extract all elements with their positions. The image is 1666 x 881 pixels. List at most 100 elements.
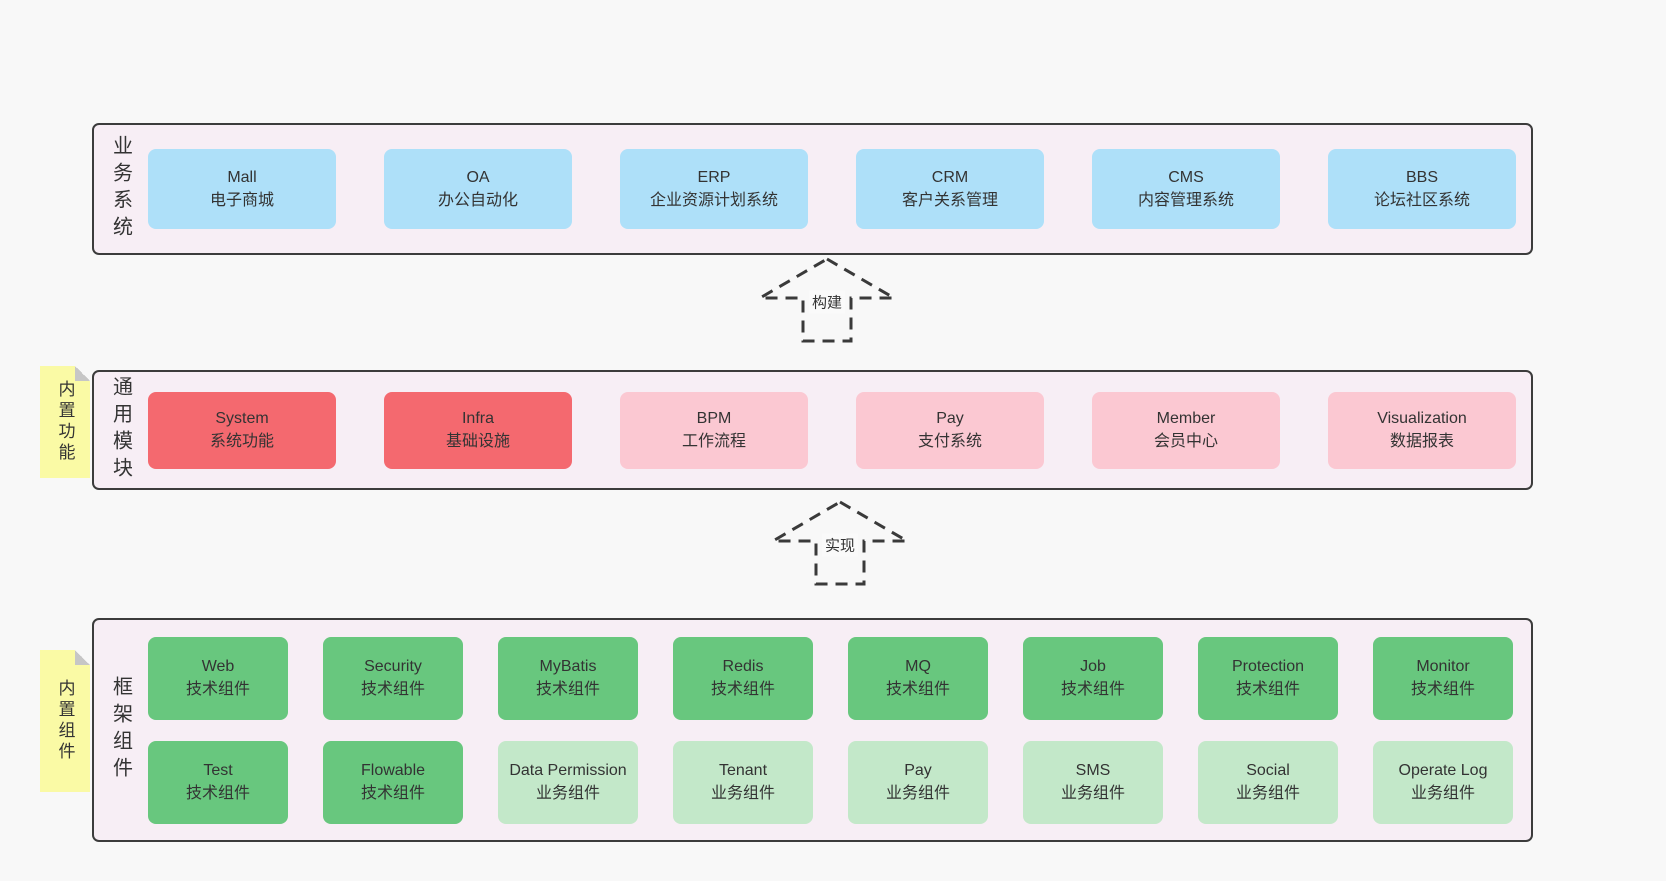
box-desc: 支付系统 xyxy=(917,433,982,450)
module-box-bbs: BBS 论坛社区系统 xyxy=(1328,149,1516,229)
box-desc: 技术组件 xyxy=(1235,681,1300,698)
box-name: Mall xyxy=(227,168,257,186)
module-box-security: Security 技术组件 xyxy=(323,636,463,720)
box-name: Redis xyxy=(722,657,764,675)
box-desc: 会员中心 xyxy=(1153,433,1218,450)
box-name: OA xyxy=(466,168,490,186)
box-name: Protection xyxy=(1231,657,1305,675)
sticky-note-label: 内置组件 xyxy=(55,679,75,763)
box-name: BBS xyxy=(1405,168,1438,186)
module-box-visualization: Visualization 数据报表 xyxy=(1328,391,1516,469)
box-desc: 系统功能 xyxy=(209,433,274,450)
box-desc: 技术组件 xyxy=(1060,681,1125,698)
module-box-cms: CMS 内容管理系统 xyxy=(1092,149,1280,229)
box-name: MyBatis xyxy=(539,657,597,675)
box-name: CMS xyxy=(1168,168,1204,186)
box-desc: 技术组件 xyxy=(185,785,250,802)
module-box-infra: Infra 基础设施 xyxy=(384,391,572,469)
dashed-up-arrow-icon xyxy=(770,500,910,586)
box-name: Job xyxy=(1080,657,1106,675)
module-box-tenant: Tenant 业务组件 xyxy=(673,740,813,824)
box-desc: 业务组件 xyxy=(710,785,775,802)
module-box-flowable: Flowable 技术组件 xyxy=(323,740,463,824)
module-box-mall: Mall 电子商城 xyxy=(148,149,336,229)
box-name: SMS xyxy=(1075,761,1111,779)
box-desc: 数据报表 xyxy=(1389,433,1454,450)
box-name: Flowable xyxy=(360,761,426,779)
box-desc: 技术组件 xyxy=(710,681,775,698)
box-name: Visualization xyxy=(1377,409,1467,427)
module-box-bpm: BPM 工作流程 xyxy=(620,391,808,469)
box-desc: 电子商城 xyxy=(209,192,274,209)
section-title-business: 业务系统 xyxy=(109,135,132,243)
module-box-operate-log: Operate Log 业务组件 xyxy=(1373,740,1513,824)
box-name: Test xyxy=(203,761,233,779)
sticky-note-label: 内置功能 xyxy=(55,380,75,464)
module-box-pay: Pay 支付系统 xyxy=(856,391,1044,469)
box-name: Operate Log xyxy=(1398,761,1488,779)
module-box-data-permission: Data Permission 业务组件 xyxy=(498,740,638,824)
module-box-mybatis: MyBatis 技术组件 xyxy=(498,636,638,720)
module-box-oa: OA 办公自动化 xyxy=(384,149,572,229)
box-name: Security xyxy=(364,657,422,675)
box-name: CRM xyxy=(931,168,969,186)
box-desc: 技术组件 xyxy=(535,681,600,698)
box-name: Member xyxy=(1156,409,1216,427)
box-desc: 工作流程 xyxy=(681,433,746,450)
module-box-redis: Redis 技术组件 xyxy=(673,636,813,720)
module-box-member: Member 会员中心 xyxy=(1092,391,1280,469)
box-desc: 企业资源计划系统 xyxy=(649,192,778,209)
module-box-protection: Protection 技术组件 xyxy=(1198,636,1338,720)
implement-arrow-label: 实现 xyxy=(821,533,859,557)
box-desc: 技术组件 xyxy=(1410,681,1475,698)
box-name: Pay xyxy=(904,761,932,779)
module-box-test: Test 技术组件 xyxy=(148,740,288,824)
box-desc: 技术组件 xyxy=(185,681,250,698)
box-name: Pay xyxy=(936,409,964,427)
module-box-mq: MQ 技术组件 xyxy=(848,636,988,720)
box-desc: 业务组件 xyxy=(535,785,600,802)
box-desc: 客户关系管理 xyxy=(901,192,998,209)
module-box-job: Job 技术组件 xyxy=(1023,636,1163,720)
box-desc: 技术组件 xyxy=(360,681,425,698)
box-desc: 办公自动化 xyxy=(437,192,518,209)
box-desc: 业务组件 xyxy=(1410,785,1475,802)
module-box-crm: CRM 客户关系管理 xyxy=(856,149,1044,229)
module-box-web: Web 技术组件 xyxy=(148,636,288,720)
box-name: Infra xyxy=(461,409,494,427)
box-name: MQ xyxy=(905,657,931,675)
box-desc: 技术组件 xyxy=(885,681,950,698)
box-desc: 内容管理系统 xyxy=(1137,192,1234,209)
implement-arrow: 实现 xyxy=(770,499,910,587)
box-desc: 基础设施 xyxy=(445,433,510,450)
box-desc: 技术组件 xyxy=(360,785,425,802)
build-arrow-label: 构建 xyxy=(808,290,846,314)
dashed-up-arrow-icon xyxy=(757,257,897,343)
box-desc: 业务组件 xyxy=(1060,785,1125,802)
box-desc: 论坛社区系统 xyxy=(1373,192,1470,209)
sticky-note-builtin-functions: 内置功能 xyxy=(40,366,90,478)
module-box-sms: SMS 业务组件 xyxy=(1023,740,1163,824)
box-name: Tenant xyxy=(718,761,768,779)
box-name: Social xyxy=(1246,761,1290,779)
box-name: Data Permission xyxy=(509,761,627,779)
section-title-modules: 通用模块 xyxy=(109,376,132,484)
box-name: Web xyxy=(201,657,235,675)
box-name: BPM xyxy=(696,409,732,427)
sticky-note-builtin-components: 内置组件 xyxy=(40,650,90,792)
section-title-components: 框架组件 xyxy=(109,676,132,784)
